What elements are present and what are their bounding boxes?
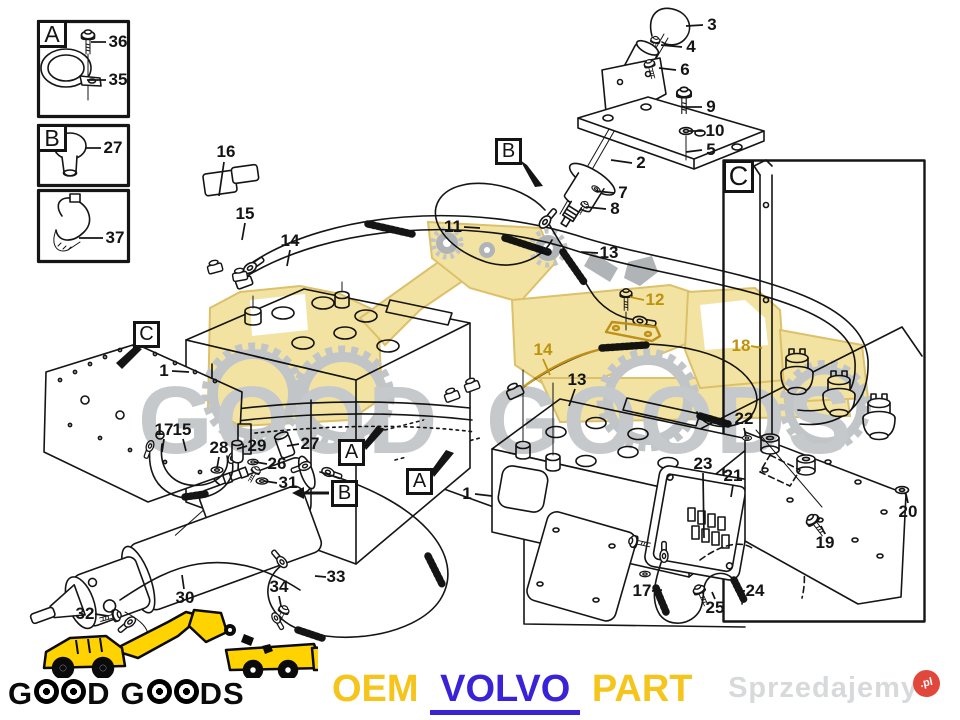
falling-parts-icons: [224, 624, 273, 654]
relay-bracket-group: [741, 159, 910, 605]
part-label-26: 26: [267, 454, 287, 473]
part-label-24: 24: [745, 581, 765, 600]
view-letter-a: A: [37, 20, 67, 48]
part-label-30: 30: [175, 588, 195, 607]
part-label-23: 23: [693, 454, 713, 473]
part-label-4: 4: [686, 37, 696, 56]
part-label-5: 5: [706, 140, 716, 159]
part-label-15: 15: [235, 204, 255, 223]
starter-motor: [29, 455, 323, 630]
switch-bracket-assembly: [559, 7, 765, 228]
part-label-17: 17: [154, 420, 174, 439]
ignition-switch: [560, 162, 616, 228]
seller-logo-vehicles: [42, 608, 318, 678]
view-letter-c: C: [723, 160, 754, 193]
part-label-37: 37: [105, 228, 125, 247]
part-label-32: 32: [75, 604, 95, 623]
part-label-1: 1: [462, 484, 472, 503]
part-label-20: 20: [898, 502, 918, 521]
part-label: PART: [591, 668, 693, 710]
inset-box-a: [36, 19, 131, 119]
brand-label: VOLVO: [430, 668, 581, 715]
part-label-25: 25: [705, 598, 725, 617]
view-callout-a: A: [406, 468, 433, 495]
part-label-10: 10: [705, 121, 725, 140]
view-callout-b: B: [331, 480, 358, 507]
listing-title: OEM VOLVO PART: [332, 668, 693, 715]
part-label-8: 8: [610, 199, 620, 218]
part-label-19: 19: [815, 533, 835, 552]
part-label-21: 21: [723, 466, 743, 485]
part-label-27: 27: [103, 138, 123, 157]
inset-box-cable-tie: [36, 188, 131, 264]
part-label-7: 7: [618, 183, 628, 202]
marketplace-name: Sprzedajemy: [728, 672, 918, 704]
marketplace-watermark: Sprzedajemy.pl: [728, 667, 943, 708]
part-label-17: 17: [632, 581, 652, 600]
terminal-cluster: [687, 507, 730, 549]
part-label-1: 1: [159, 361, 169, 380]
part-label-14: 14: [280, 231, 300, 250]
view-callout-b: B: [495, 138, 522, 165]
inset-box-b: [36, 123, 131, 188]
view-callout-c: C: [133, 321, 160, 348]
part-label-35: 35: [108, 70, 128, 89]
part-label-9: 9: [706, 97, 716, 116]
view-letter-b: B: [37, 124, 67, 152]
part-label-33: 33: [326, 567, 346, 586]
starter-cables: [97, 471, 449, 642]
part-label-31: 31: [278, 473, 298, 492]
part-label-3: 3: [707, 15, 717, 34]
part-label-6: 6: [680, 60, 690, 79]
part-label-2: 2: [636, 153, 646, 172]
part-label-16: 16: [216, 142, 236, 161]
oem-label: OEM: [332, 668, 419, 710]
part-label-36: 36: [108, 32, 128, 51]
part-label-15: 15: [172, 420, 192, 439]
part-label-34: 34: [269, 577, 289, 596]
